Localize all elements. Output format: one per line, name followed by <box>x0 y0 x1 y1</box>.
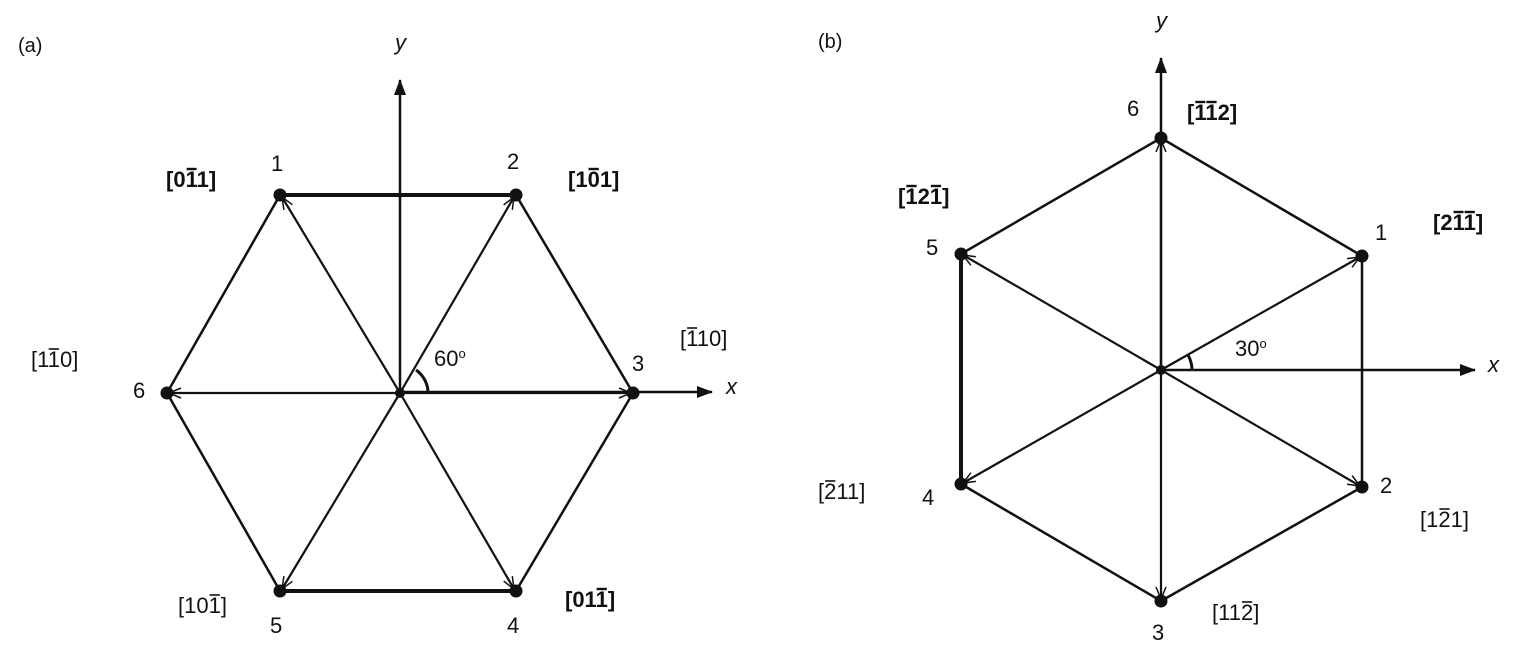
panel-b-vertices <box>954 131 1369 608</box>
panel-b-vertex-number: 5 <box>926 235 938 260</box>
panel-b-angle-label: 30o <box>1235 336 1267 361</box>
panel-b: (b) y x <box>818 8 1500 645</box>
panel-b-vectors <box>963 140 1360 599</box>
miller-index-text: [211] <box>818 479 865 504</box>
panel-b-angle-arc <box>1186 354 1194 371</box>
panel-a-direction-label: [101] <box>178 593 227 618</box>
panel-a-y-axis-label: y <box>393 30 408 55</box>
panel-b-vertex-number: 1 <box>1375 220 1387 245</box>
panel-b-x-axis-label: x <box>1487 352 1500 377</box>
panel-b-vertex-number: 6 <box>1127 96 1139 121</box>
panel-b-vertex-number: 2 <box>1380 473 1392 498</box>
panel-a-direction-label: [011] <box>166 167 216 192</box>
miller-index-text: [211] <box>1433 210 1483 235</box>
panel-b-hexagon <box>959 136 1364 603</box>
panel-b-direction-label: [112] <box>1212 600 1259 625</box>
panel-a-direction-label: [101] <box>568 167 619 192</box>
panel-b-direction-label: [121] <box>1420 507 1469 532</box>
panel-a-direction-label: [011] <box>565 587 615 612</box>
panel-a-angle-arc <box>415 368 430 394</box>
panel-b-direction-label: [112] <box>1187 100 1237 125</box>
miller-index-text: [101] <box>178 593 227 618</box>
panel-a-direction-label: [110] <box>680 326 727 351</box>
panel-a-vertex-number: 4 <box>507 613 519 638</box>
miller-index-text: [110] <box>680 326 727 351</box>
panel-a-vectors <box>169 197 631 589</box>
panel-a-vertex-number: 1 <box>271 151 283 176</box>
miller-index-text: [011] <box>166 167 216 192</box>
panel-a-vertices <box>160 188 640 598</box>
panel-a-vertex-number: 3 <box>632 351 644 376</box>
panel-b-label: (b) <box>818 31 842 53</box>
panel-a-vertex-number: 5 <box>270 613 282 638</box>
panel-a-x-axis-label: x <box>725 374 738 399</box>
panel-a: (a) y x <box>18 30 738 638</box>
panel-b-vertex-number: 4 <box>922 485 934 510</box>
miller-index-text: [112] <box>1212 600 1259 625</box>
panel-a-label: (a) <box>18 35 42 57</box>
panel-a-direction-label: [110] <box>31 347 78 372</box>
panel-a-angle-label: 60o <box>434 346 466 371</box>
miller-index-text: [011] <box>565 587 615 612</box>
miller-index-text: [110] <box>31 347 78 372</box>
miller-index-text: [121] <box>1420 507 1469 532</box>
miller-index-text: [121] <box>898 184 949 209</box>
panel-b-vertex-number: 3 <box>1152 620 1164 645</box>
miller-index-text: [101] <box>568 167 619 192</box>
miller-index-text: [112] <box>1187 100 1237 125</box>
panel-b-y-axis-label: y <box>1154 8 1169 33</box>
panel-a-hexagon <box>165 193 635 593</box>
panel-a-vertex-number: 2 <box>507 149 519 174</box>
panel-b-direction-label: [121] <box>898 184 949 209</box>
panel-a-vertex-number: 6 <box>133 378 145 403</box>
panel-b-direction-label: [211] <box>1433 210 1483 235</box>
panel-b-direction-label: [211] <box>818 479 865 504</box>
